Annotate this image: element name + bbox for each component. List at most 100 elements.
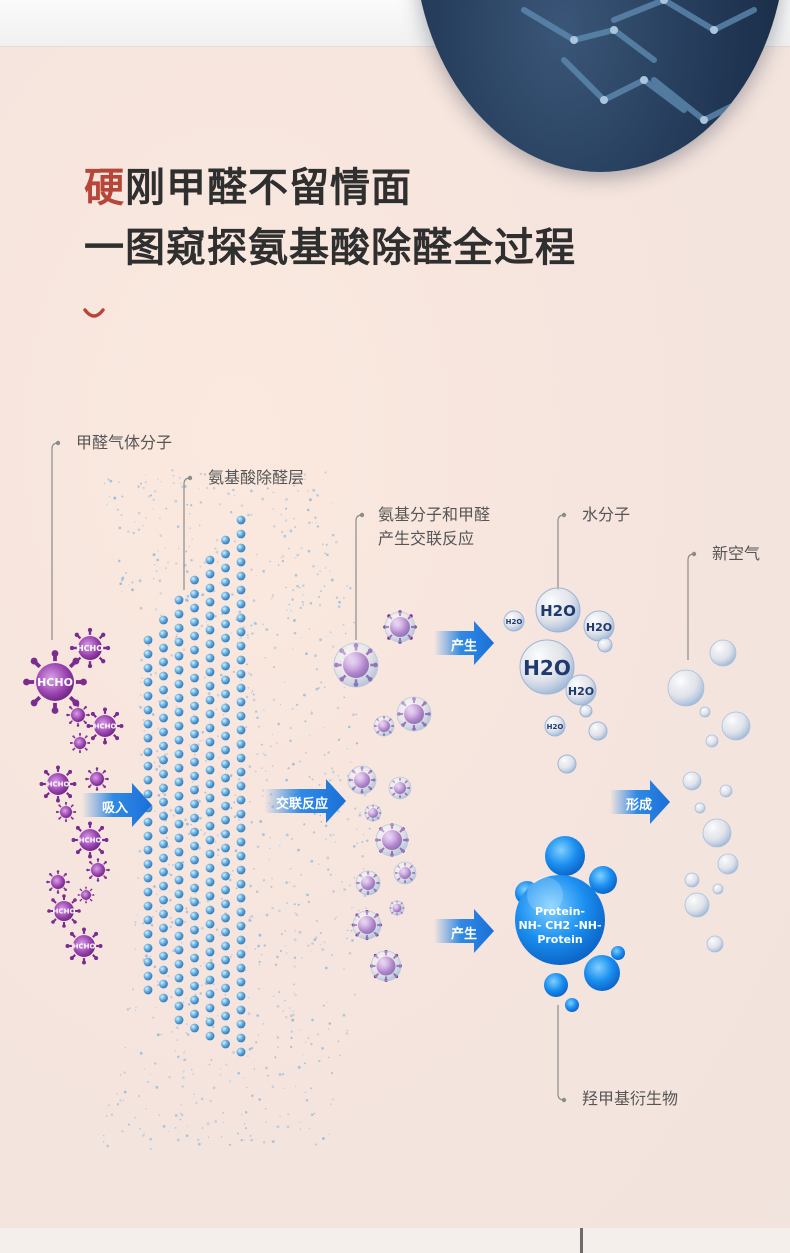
amino-acid-dot	[205, 751, 215, 761]
mist-dot	[307, 490, 309, 492]
mist-dot	[278, 991, 281, 994]
mist-dot	[134, 921, 137, 924]
mist-dot	[271, 906, 274, 910]
mist-dot	[103, 1135, 105, 1137]
mist-dot	[319, 931, 322, 934]
mist-dot	[162, 1125, 166, 1128]
mist-dot	[324, 471, 327, 474]
mist-dot	[290, 837, 294, 841]
mist-dot	[323, 941, 326, 944]
mist-dot	[170, 1030, 173, 1033]
mist-dot	[244, 1111, 248, 1114]
mist-dot	[152, 498, 155, 502]
amino-acid-dot	[143, 663, 153, 673]
mist-dot	[317, 687, 320, 690]
mist-dot	[358, 813, 362, 817]
mist-dot	[292, 589, 295, 592]
amino-acid-dot	[236, 585, 246, 595]
mist-dot	[283, 681, 286, 684]
h2o-label-large: H2O	[540, 602, 576, 620]
protein-formula-line-2: NH- CH2 -NH-	[518, 919, 602, 932]
mist-dot	[292, 1013, 295, 1016]
mist-dot	[228, 493, 230, 495]
mist-dot	[327, 868, 330, 871]
mist-dot	[304, 1091, 307, 1094]
mist-dot	[250, 1094, 254, 1098]
mist-dot	[120, 513, 123, 516]
mist-dot	[338, 600, 341, 604]
mist-dot	[210, 1058, 213, 1061]
amino-acid-dot	[159, 699, 168, 709]
amino-acid-dot	[159, 825, 168, 835]
mist-dot	[258, 1098, 261, 1101]
mist-dot	[228, 1143, 231, 1146]
mist-dot	[346, 1030, 349, 1032]
mist-dot	[194, 892, 197, 895]
protein-bubble-icon	[565, 998, 579, 1012]
mist-dot	[281, 559, 285, 563]
bubble-icon	[333, 642, 379, 688]
amino-acid-dot	[205, 1017, 215, 1027]
mist-dot	[200, 624, 204, 628]
mist-dot	[154, 810, 156, 812]
amino-acid-dot	[221, 689, 230, 699]
mist-dot	[295, 913, 299, 916]
amino-acid-dot	[221, 899, 230, 909]
mist-dot	[174, 562, 178, 565]
amino-acid-dot	[174, 917, 184, 927]
amino-acid-dot	[190, 575, 199, 585]
virus-molecule-icon	[55, 801, 77, 823]
mist-dot	[274, 963, 278, 967]
mist-dot	[332, 503, 334, 505]
mist-dot	[171, 469, 174, 472]
mist-dot	[157, 478, 159, 480]
mist-dot	[134, 1009, 137, 1012]
mist-dot	[198, 799, 201, 803]
mist-dot	[206, 624, 209, 627]
mist-dot	[182, 1070, 185, 1073]
mist-dot	[299, 606, 302, 609]
amino-acid-dot	[143, 985, 153, 995]
amino-acid-dot	[174, 945, 184, 955]
mist-dot	[262, 1141, 266, 1144]
mist-dot	[144, 474, 147, 476]
amino-acid-dot	[174, 707, 184, 717]
mist-dot	[124, 1047, 127, 1049]
mist-dot	[285, 952, 288, 954]
protein-bubble-icon	[584, 955, 620, 991]
amino-acid-dot	[205, 611, 215, 621]
mist-dot	[109, 479, 113, 483]
mist-dot	[343, 686, 346, 689]
amino-acid-dot	[190, 729, 199, 739]
mist-dot	[323, 686, 326, 689]
mist-dot	[153, 965, 157, 969]
mist-dot	[137, 511, 141, 515]
right-arrow-icon	[434, 621, 494, 665]
mist-dot	[257, 944, 261, 948]
mist-dot	[247, 996, 250, 999]
title-line-1-rest: 刚甲醛不留情面	[125, 165, 412, 211]
mist-dot	[271, 765, 274, 767]
hcho-label: HCHO	[37, 676, 73, 689]
mist-dot	[316, 494, 319, 497]
mist-dot	[199, 992, 202, 995]
mist-dot	[309, 601, 313, 605]
mist-dot	[248, 672, 250, 675]
amino-acid-dot	[159, 867, 168, 877]
mist-dot	[299, 1128, 301, 1130]
mist-dot	[312, 488, 316, 492]
mist-dot	[119, 1099, 122, 1102]
mist-dot	[354, 807, 357, 810]
h2o-label-small: H2O	[586, 621, 612, 634]
mist-dot	[330, 954, 333, 956]
mist-dot	[346, 748, 349, 750]
mist-dot	[345, 937, 348, 940]
amino-acid-dot	[190, 827, 199, 837]
amino-acid-dot	[221, 619, 230, 629]
mist-dot	[296, 553, 300, 557]
virus-molecule-icon	[69, 732, 91, 754]
mist-dot	[308, 521, 311, 525]
mist-dot	[246, 1055, 249, 1058]
mist-dot	[149, 1137, 153, 1141]
virus-molecule-icon	[45, 869, 71, 895]
